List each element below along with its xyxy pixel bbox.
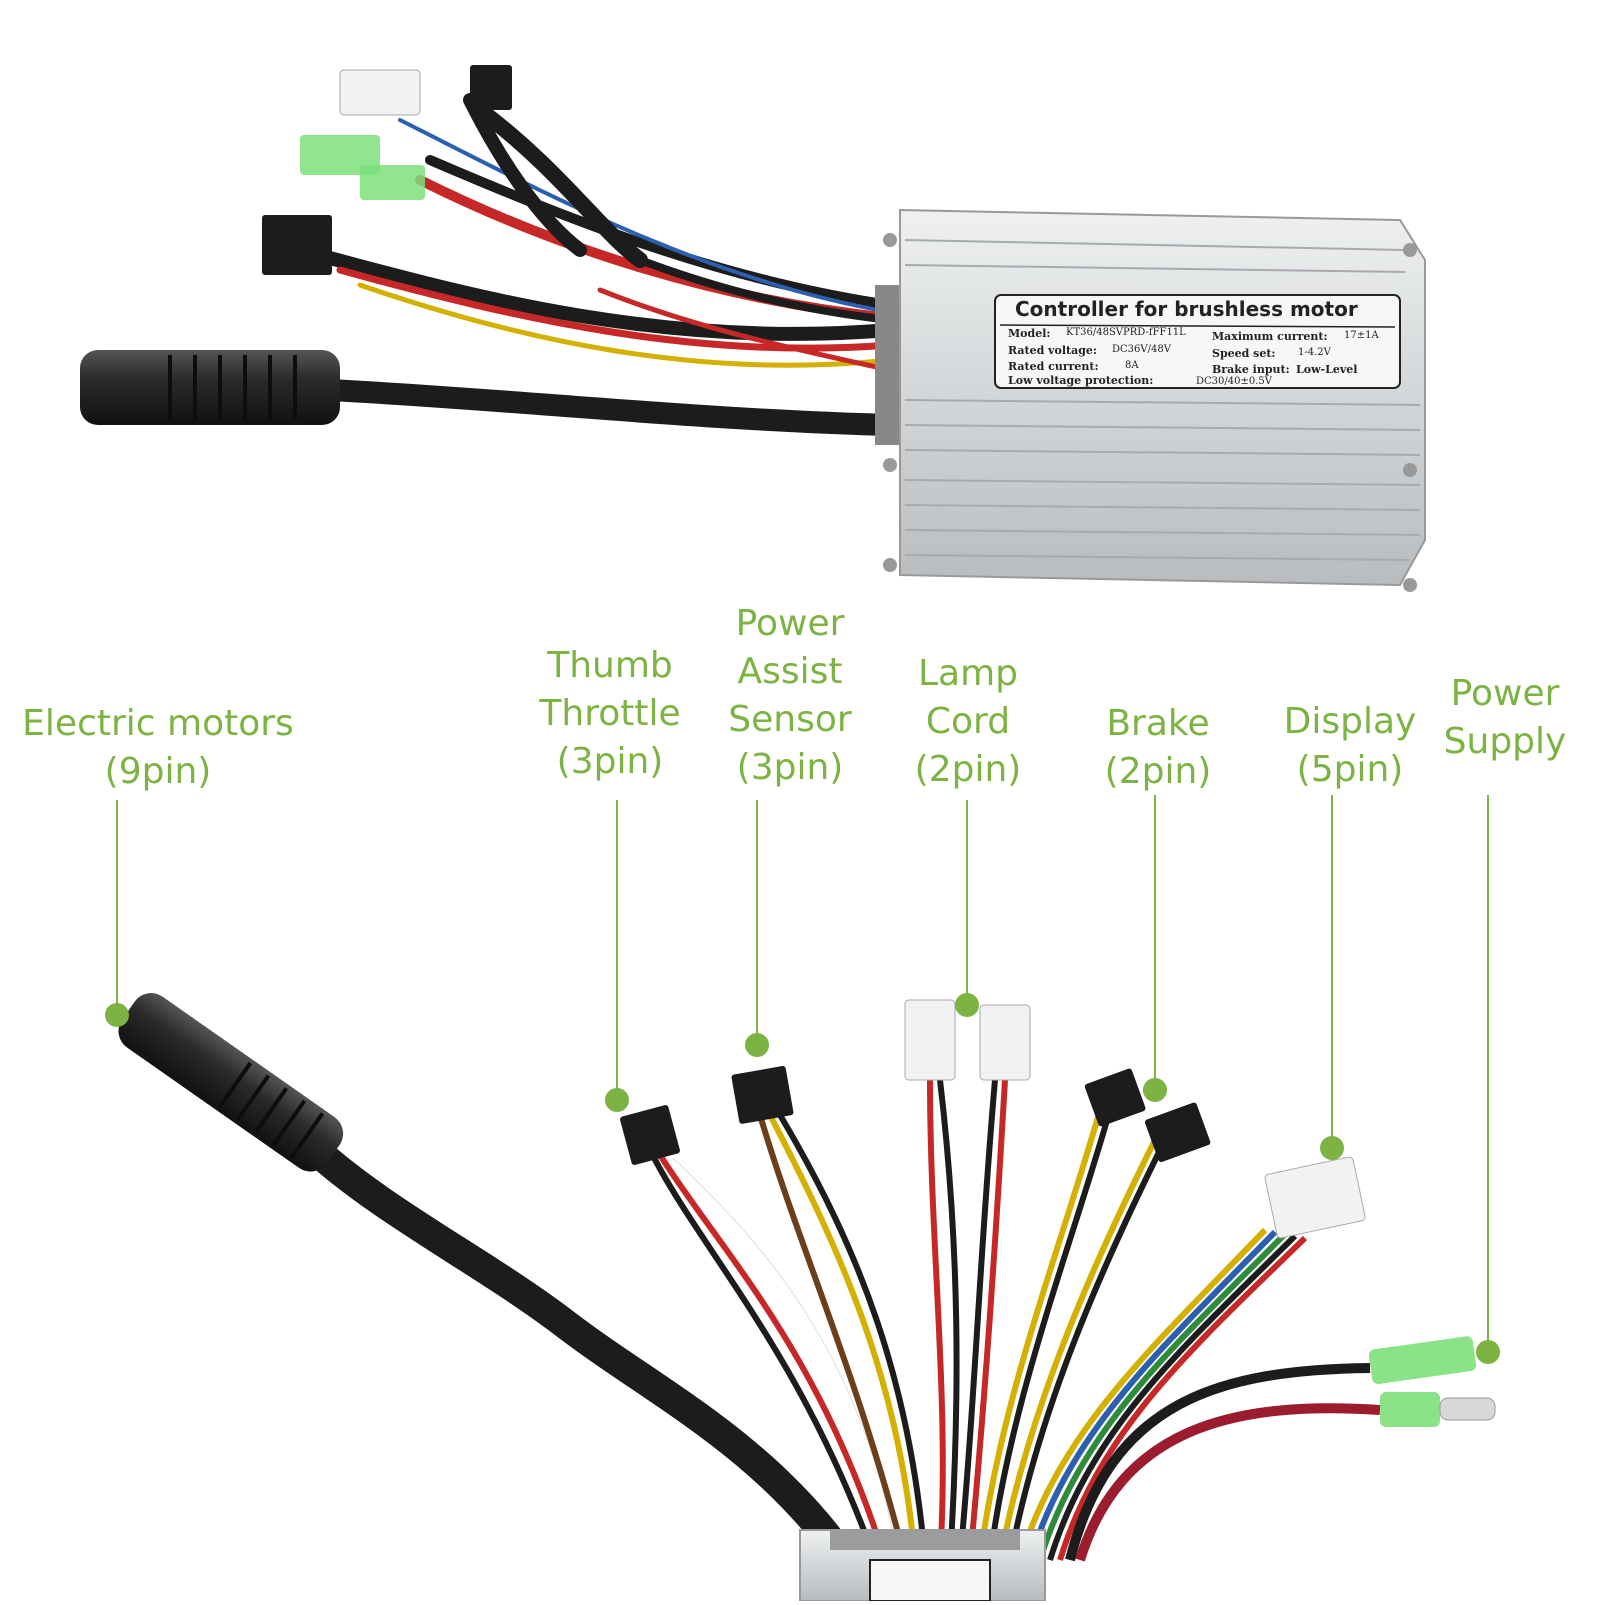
plate-current-label: Rated current: [1008,360,1099,373]
bottom-controller [118,993,1496,1602]
leader-dots [105,993,1500,1364]
plate-speed-value: 1-4.2V [1298,347,1331,358]
plate-lowv-value: DC30/40±0.5V [1196,376,1272,387]
plate-speed-label: Speed set: [1212,347,1276,360]
bottom-spec-plate [869,1559,991,1602]
plate-title: Controller for brushless motor [1015,297,1358,321]
plate-voltage-value: DC36V/48V [1112,344,1171,355]
plate-current-value: 8A [1125,360,1139,371]
top-brake-connector [470,65,512,110]
plate-brake-label: Brake input: [1212,363,1290,376]
brake-connector-right [1144,1102,1211,1163]
bottom-motor-plug [118,993,344,1172]
top-controller [80,65,1426,592]
top-power-terminal-2 [360,165,425,200]
label-thumb-throttle: Thumb Throttle (3pin) [539,645,681,782]
plate-maxcur-value: 17±1A [1344,330,1379,341]
label-lamp-cord: Lamp Cord (2pin) [914,653,1022,790]
lamp-connector-left [904,999,956,1081]
spec-plate [994,294,1401,389]
throttle-connector [620,1105,680,1165]
power-terminal-red [1380,1392,1440,1427]
top-display-connector [339,69,421,116]
bullet-connector [1439,1397,1496,1421]
label-power-assist-sensor: Power Assist Sensor (3pin) [728,603,852,788]
leader-lines [116,795,1489,1352]
plate-model-value: KT36/48SVPRD-fFF11L [1066,327,1186,338]
motor-cable [295,1130,860,1575]
brake-connector-left [1084,1068,1146,1127]
plate-maxcur-label: Maximum current: [1212,330,1328,343]
label-electric-motors: Electric motors (9pin) [22,703,294,792]
plate-lowv-label: Low voltage protection: [1008,374,1154,387]
label-display: Display (5pin) [1283,701,1417,790]
label-power-supply: Power Supply [1443,673,1567,762]
top-throttle-connector [262,215,332,275]
display-connector [1264,1156,1366,1239]
pas-connector [731,1065,794,1124]
top-box-gland [875,285,900,445]
lamp-connector-right [979,1004,1031,1081]
plate-voltage-label: Rated voltage: [1008,344,1097,357]
power-terminal-black [1368,1336,1477,1385]
label-brake: Brake (2pin) [1104,703,1212,792]
top-power-terminal [300,135,380,175]
top-motor-plug [80,350,340,425]
plate-model-label: Model: [1008,327,1051,340]
top-wire-harness [293,93,901,436]
plate-brake-value: Low-Level [1296,363,1358,376]
